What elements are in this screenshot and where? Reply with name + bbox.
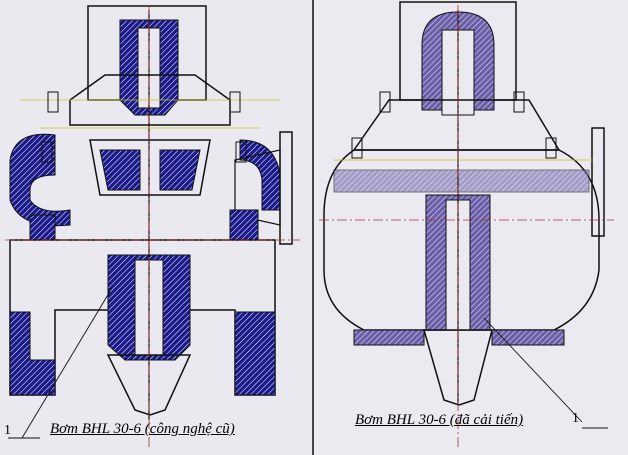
volute-casing-right xyxy=(239,139,281,211)
bolt xyxy=(545,137,557,159)
callout-leader xyxy=(21,287,113,439)
middle-casing-left xyxy=(29,214,56,241)
right-figure-caption: Bơm BHL 30-6 (đã cải tiến) xyxy=(355,412,524,428)
callout-leader xyxy=(483,317,583,423)
callout-number: 1 xyxy=(572,411,579,426)
suction-wall-left xyxy=(9,311,56,396)
callout-number: 1 xyxy=(4,423,11,438)
bolt xyxy=(41,141,53,163)
impeller-hub-right xyxy=(159,149,201,191)
bolt xyxy=(513,91,525,113)
bolt xyxy=(379,91,391,113)
left-figure-caption: Bơm BHL 30-6 (công nghệ cũ) xyxy=(50,421,235,437)
bolt xyxy=(351,137,363,159)
discharge-flange xyxy=(591,127,605,237)
base-flange-left xyxy=(353,329,425,346)
pump-casing xyxy=(323,149,600,331)
left-drawing-panel: 1 xyxy=(0,0,312,455)
bolt xyxy=(229,91,241,113)
impeller-hub-left xyxy=(99,149,141,191)
improved-pump-cross-section xyxy=(319,1,614,450)
right-drawing-panel xyxy=(314,0,628,455)
middle-casing-right xyxy=(229,209,259,241)
inlet-cone xyxy=(423,329,493,406)
discharge-pipe xyxy=(234,149,281,226)
base-flange-right xyxy=(491,329,565,346)
impeller xyxy=(333,169,590,193)
old-pump-cross-section xyxy=(5,5,300,450)
bolt xyxy=(47,91,59,113)
volute-casing-left xyxy=(9,133,71,227)
inlet-cone xyxy=(106,354,192,416)
panel-divider xyxy=(312,0,314,455)
discharge-flange xyxy=(279,131,293,245)
suction-wall-right xyxy=(234,311,276,396)
bolt xyxy=(235,141,247,163)
impeller xyxy=(89,139,211,196)
